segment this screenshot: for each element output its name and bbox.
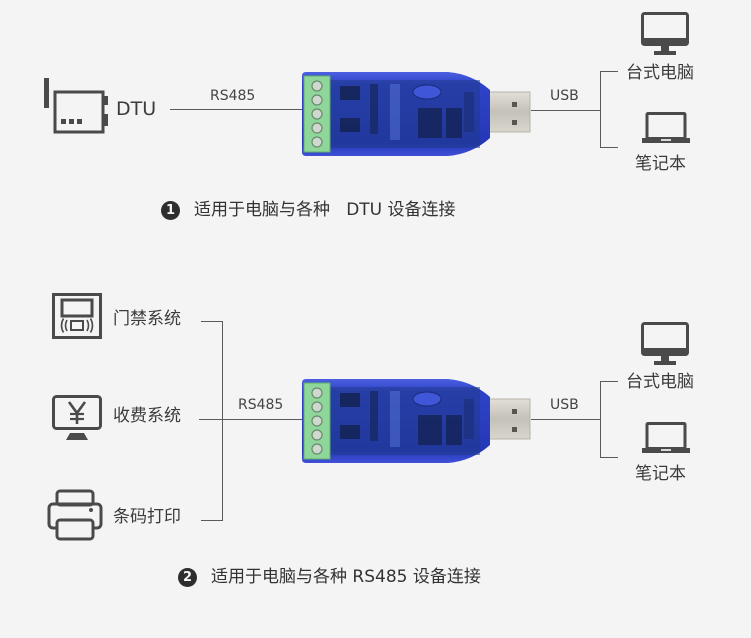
laptop-label: 笔记本 — [635, 154, 686, 174]
usb-branch-line — [600, 381, 601, 458]
laptop-icon — [641, 112, 691, 144]
rs485-link-line — [170, 109, 302, 110]
desktop-label: 台式电脑 — [626, 63, 694, 83]
access-control-link — [201, 321, 223, 322]
desktop-label: 台式电脑 — [626, 372, 694, 392]
usb-branch-bottom — [600, 457, 618, 458]
printer-label: 条码打印 — [113, 507, 181, 527]
caption-2-text: 适用于电脑与各种 RS485 设备连接 — [211, 567, 481, 587]
usb-rs485-adapter — [300, 68, 534, 160]
usb-link-line — [531, 110, 600, 111]
dtu-icon — [42, 74, 110, 136]
rs485-link-label: RS485 — [238, 397, 284, 413]
rs485-bus-line — [222, 321, 223, 521]
access-control-icon — [52, 293, 102, 339]
printer-link — [201, 520, 223, 521]
laptop-label: 笔记本 — [635, 464, 686, 484]
usb-rs485-adapter — [300, 375, 534, 467]
caption-2: 2 适用于电脑与各种 RS485 设备连接 — [178, 568, 481, 587]
desktop-monitor-icon — [641, 322, 689, 366]
usb-branch-line — [600, 71, 601, 148]
caption-1: 1 适用于电脑与各种 DTU 设备连接 — [161, 201, 456, 220]
laptop-icon — [641, 422, 691, 454]
usb-link-line — [531, 419, 600, 420]
usb-link-label: USB — [550, 397, 579, 413]
number-badge-2: 2 — [178, 568, 197, 587]
rs485-link-label: RS485 — [210, 88, 256, 104]
usb-branch-bottom — [600, 147, 618, 148]
number-badge-1: 1 — [161, 201, 180, 220]
desktop-monitor-icon — [641, 12, 689, 56]
dtu-label: DTU — [116, 98, 157, 120]
usb-link-label: USB — [550, 88, 579, 104]
caption-1-text: 适用于电脑与各种 DTU 设备连接 — [194, 200, 456, 220]
access-control-label: 门禁系统 — [113, 309, 181, 329]
usb-branch-top — [600, 71, 618, 72]
cashier-yen-monitor-icon — [52, 395, 102, 441]
cashier-label: 收费系统 — [113, 406, 181, 426]
printer-icon — [47, 489, 103, 541]
usb-branch-top — [600, 381, 618, 382]
rs485-link-line — [199, 419, 303, 420]
